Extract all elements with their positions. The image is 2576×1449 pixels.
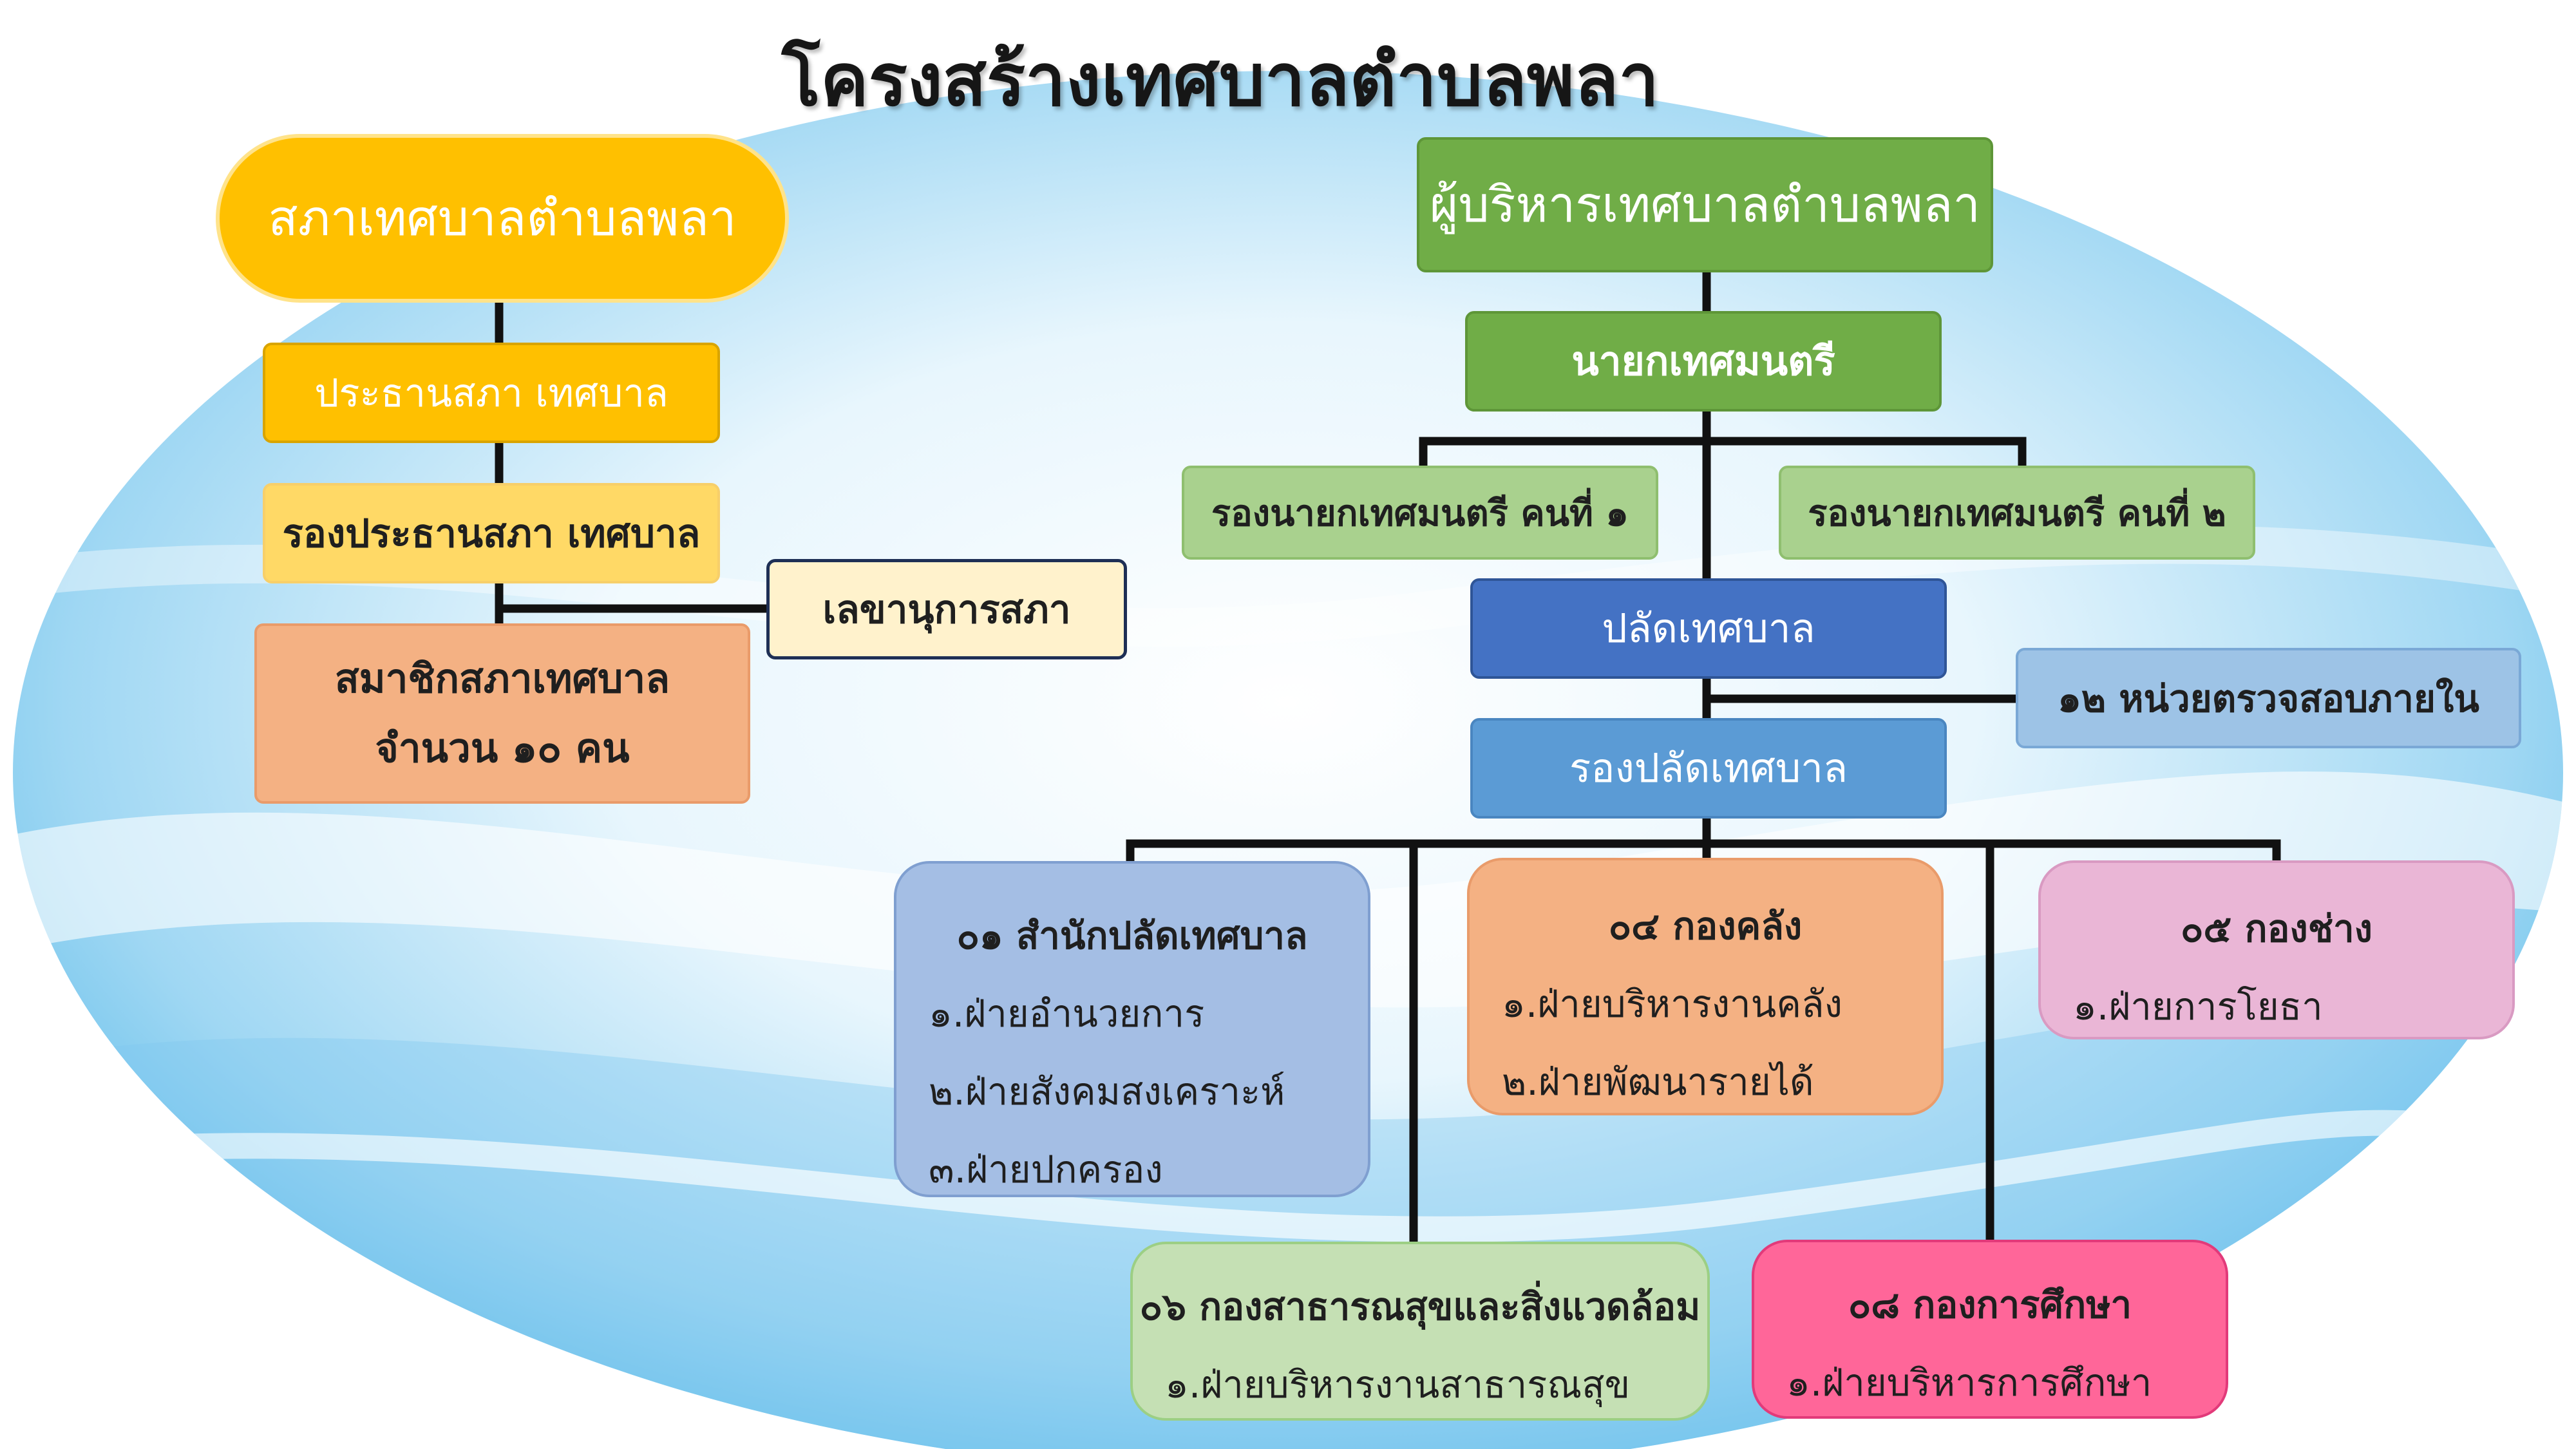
department-08-section-1: ๑.ฝ่ายบริหารการศึกษา bbox=[1786, 1361, 2152, 1405]
department-08-title: ๐๘ กองการศึกษา bbox=[1848, 1283, 2132, 1327]
department-06-title: ๐๖ กองสาธารณสุขและสิ่งแวดล้อม bbox=[1139, 1285, 1701, 1329]
municipal-clerk-box: ปลัดเทศบาล bbox=[1470, 578, 1947, 679]
council-secretary-box: เลขานุการสภา bbox=[766, 559, 1127, 659]
department-05-title: ๐๕ กองช่าง bbox=[2180, 907, 2372, 951]
deputy-mayor-2-box: รองนายกเทศมนตรี คนที่ ๒ bbox=[1779, 466, 2255, 560]
deputy-mayor-2-label: รองนายกเทศมนตรี คนที่ ๒ bbox=[1808, 492, 2226, 535]
municipal-clerk-label: ปลัดเทศบาล bbox=[1602, 605, 1815, 652]
council-members-box: สมาชิกสภาเทศบาล จำนวน ๑๐ คน bbox=[254, 623, 750, 804]
department-01-section-2: ๒.ฝ่ายสังคมสงเคราะห์ bbox=[929, 1070, 1285, 1113]
council-members-line1: สมาชิกสภาเทศบาล bbox=[334, 655, 670, 702]
executive-label: ผู้บริหารเทศบาลตำบลพลา bbox=[1429, 176, 1981, 233]
deputy-clerk-label: รองปลัดเทศบาล bbox=[1569, 744, 1848, 791]
mayor-label: นายกเทศมนตรี bbox=[1571, 337, 1835, 384]
page-title: โครงสร้างเทศบาลตำบลพลา bbox=[781, 39, 1660, 122]
internal-audit-box: ๑๒ หน่วยตรวจสอบภายใน bbox=[2016, 648, 2521, 748]
department-04-section-2: ๒.ฝ่ายพัฒนารายได้ bbox=[1502, 1060, 1814, 1104]
internal-audit-label: ๑๒ หน่วยตรวจสอบภายใน bbox=[2058, 676, 2479, 721]
council-box: สภาเทศบาลตำบลพลา bbox=[216, 134, 789, 303]
council-vice-chair-box: รองประธานสภา เทศบาล bbox=[263, 483, 720, 583]
deputy-mayor-1-box: รองนายกเทศมนตรี คนที่ ๑ bbox=[1182, 466, 1658, 560]
department-01-section-3: ๓.ฝ่ายปกครอง bbox=[929, 1148, 1163, 1191]
department-04: ๐๔ กองคลัง ๑.ฝ่ายบริหารงานคลัง ๒.ฝ่ายพัฒ… bbox=[1467, 858, 1944, 1115]
council-chair-box: ประธานสภา เทศบาล bbox=[263, 343, 720, 443]
department-04-title: ๐๔ กองคลัง bbox=[1608, 904, 1803, 948]
council-secretary-label: เลขานุการสภา bbox=[822, 587, 1071, 632]
council-chair-label: ประธานสภา เทศบาล bbox=[314, 370, 668, 416]
department-04-section-1: ๑.ฝ่ายบริหารงานคลัง bbox=[1502, 982, 1842, 1026]
department-05: ๐๕ กองช่าง ๑.ฝ่ายการโยธา bbox=[2038, 860, 2515, 1039]
department-01-title: ๐๑ สำนักปลัดเทศบาล bbox=[956, 914, 1308, 958]
department-01-section-1: ๑.ฝ่ายอำนวยการ bbox=[929, 992, 1205, 1036]
council-members-line2: จำนวน ๑๐ คน bbox=[375, 724, 630, 772]
executive-box: ผู้บริหารเทศบาลตำบลพลา bbox=[1417, 137, 1993, 272]
council-label: สภาเทศบาลตำบลพลา bbox=[268, 189, 737, 247]
department-01: ๐๑ สำนักปลัดเทศบาล ๑.ฝ่ายอำนวยการ ๒.ฝ่าย… bbox=[894, 861, 1370, 1197]
deputy-mayor-1-label: รองนายกเทศมนตรี คนที่ ๑ bbox=[1211, 492, 1629, 535]
mayor-box: นายกเทศมนตรี bbox=[1465, 311, 1942, 412]
department-05-section-1: ๑.ฝ่ายการโยธา bbox=[2073, 985, 2323, 1028]
department-08: ๐๘ กองการศึกษา ๑.ฝ่ายบริหารการศึกษา bbox=[1752, 1240, 2228, 1419]
department-06-section-1: ๑.ฝ่ายบริหารงานสาธารณสุข bbox=[1165, 1363, 1631, 1406]
council-vice-chair-label: รองประธานสภา เทศบาล bbox=[282, 511, 701, 556]
deputy-clerk-box: รองปลัดเทศบาล bbox=[1470, 718, 1947, 819]
department-06: ๐๖ กองสาธารณสุขและสิ่งแวดล้อม ๑.ฝ่ายบริห… bbox=[1130, 1242, 1710, 1421]
